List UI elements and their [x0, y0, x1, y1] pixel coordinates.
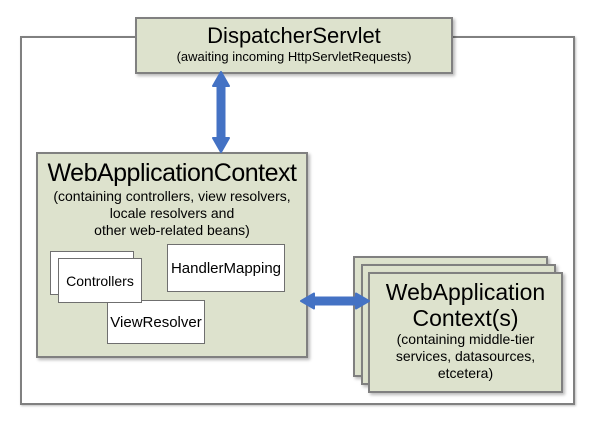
- subtitle-line: (containing middle-tier: [396, 331, 535, 347]
- middle-tier-context-title: WebApplication Context(s): [370, 279, 561, 331]
- handler-mapping-box: HandlerMapping: [167, 244, 285, 292]
- subtitle-line: (containing controllers, view resolvers,: [53, 188, 291, 204]
- view-resolver-box: ViewResolver: [107, 300, 205, 344]
- handler-mapping-label: HandlerMapping: [170, 259, 282, 277]
- web-application-context-subtitle: (containing controllers, view resolvers,…: [38, 188, 306, 239]
- title-line: WebApplication: [385, 279, 546, 305]
- dispatcher-servlet-title: DispatcherServlet: [207, 23, 381, 48]
- web-application-context-title: WebApplicationContext: [47, 159, 297, 187]
- controllers-label: Controllers: [66, 272, 134, 289]
- dispatcher-servlet-box: DispatcherServlet (awaiting incoming Htt…: [135, 17, 453, 74]
- web-application-context-box: WebApplicationContext (containing contro…: [36, 152, 308, 358]
- horizontal-double-arrow-icon: [300, 292, 370, 310]
- subtitle-line: other web-related beans): [94, 222, 250, 238]
- middle-tier-context-box: WebApplication Context(s) (containing mi…: [368, 272, 563, 393]
- title-line: Context(s): [412, 305, 519, 331]
- view-resolver-label: ViewResolver: [110, 313, 202, 331]
- subtitle-line: services, datasources,: [395, 348, 536, 364]
- dispatcher-servlet-subtitle: (awaiting incoming HttpServletRequests): [176, 49, 412, 64]
- subtitle-line: locale resolvers and: [109, 205, 235, 221]
- middle-tier-context-subtitle: (containing middle-tier services, dataso…: [370, 331, 561, 382]
- controllers-box: Controllers: [58, 258, 142, 303]
- subtitle-line: etcetera): [437, 365, 494, 381]
- vertical-double-arrow-icon: [212, 71, 230, 153]
